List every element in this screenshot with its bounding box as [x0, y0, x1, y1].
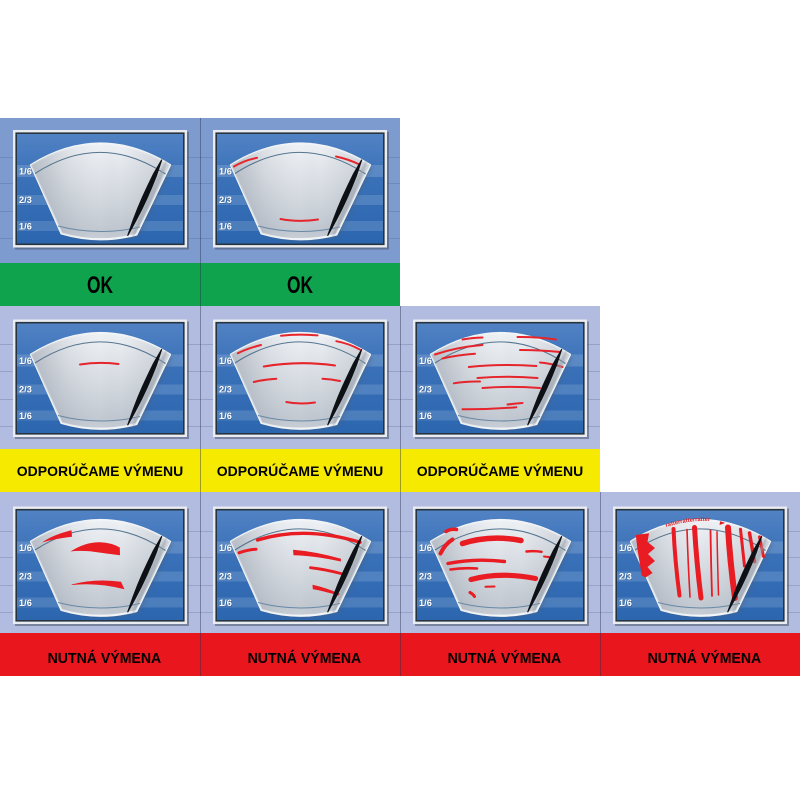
svg-text:1/6: 1/6	[219, 598, 232, 608]
svg-text:1/6: 1/6	[219, 543, 232, 553]
svg-text:2/3: 2/3	[20, 572, 33, 582]
svg-text:1/6: 1/6	[19, 411, 32, 421]
svg-text:1/6: 1/6	[220, 411, 233, 421]
svg-text:2/3: 2/3	[419, 384, 432, 394]
svg-text:1/6: 1/6	[19, 356, 32, 366]
svg-text:1/6: 1/6	[619, 598, 632, 608]
svg-text:2/3: 2/3	[20, 385, 33, 395]
svg-text:2/3: 2/3	[220, 572, 233, 582]
svg-text:2/3: 2/3	[19, 384, 32, 394]
svg-text:2/3: 2/3	[620, 572, 633, 582]
svg-text:2/3: 2/3	[19, 572, 32, 582]
svg-text:2/3: 2/3	[19, 195, 32, 205]
svg-text:1/6: 1/6	[219, 356, 232, 366]
svg-text:1/6: 1/6	[19, 543, 32, 553]
svg-text:1/6: 1/6	[20, 544, 33, 554]
svg-text:1/6: 1/6	[420, 411, 433, 421]
svg-text:1/6: 1/6	[19, 598, 32, 608]
svg-text:1/6: 1/6	[219, 222, 232, 232]
svg-text:1/6: 1/6	[20, 167, 33, 177]
svg-text:2/3: 2/3	[20, 196, 33, 206]
svg-text:ratterratterratter: ratterratterratter	[665, 517, 711, 529]
svg-text:1/6: 1/6	[220, 167, 233, 177]
svg-text:1/6: 1/6	[20, 411, 33, 421]
svg-text:2/3: 2/3	[219, 572, 232, 582]
svg-text:1/6: 1/6	[219, 411, 232, 421]
svg-text:1/6: 1/6	[420, 599, 433, 609]
svg-text:1/6: 1/6	[20, 222, 33, 232]
svg-text:1/6: 1/6	[419, 356, 432, 366]
svg-text:1/6: 1/6	[420, 544, 433, 554]
svg-text:2/3: 2/3	[619, 572, 632, 582]
svg-text:1/6: 1/6	[20, 356, 33, 366]
svg-text:1/6: 1/6	[419, 411, 432, 421]
svg-text:2/3: 2/3	[419, 572, 432, 582]
svg-text:1/6: 1/6	[620, 599, 633, 609]
svg-text:2/3: 2/3	[220, 196, 233, 206]
svg-text:1/6: 1/6	[220, 544, 233, 554]
svg-text:1/6: 1/6	[220, 356, 233, 366]
svg-text:1/6: 1/6	[619, 543, 632, 553]
svg-text:1/6: 1/6	[220, 599, 233, 609]
svg-text:1/6: 1/6	[220, 222, 233, 232]
svg-text:2/3: 2/3	[219, 384, 232, 394]
svg-text:1/6: 1/6	[19, 222, 32, 232]
svg-text:1/6: 1/6	[419, 598, 432, 608]
svg-text:1/6: 1/6	[620, 544, 633, 554]
svg-text:1/6: 1/6	[20, 599, 33, 609]
svg-text:1/6: 1/6	[219, 167, 232, 177]
svg-text:1/6: 1/6	[19, 167, 32, 177]
svg-text:1/6: 1/6	[420, 356, 433, 366]
svg-text:2/3: 2/3	[420, 385, 433, 395]
svg-text:2/3: 2/3	[420, 572, 433, 582]
svg-text:1/6: 1/6	[419, 543, 432, 553]
svg-text:2/3: 2/3	[219, 195, 232, 205]
svg-text:2/3: 2/3	[220, 385, 233, 395]
